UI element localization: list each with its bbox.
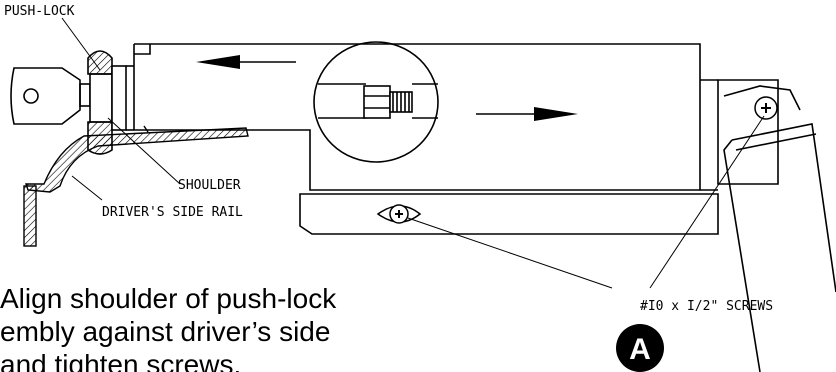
strap — [723, 123, 836, 372]
direction-arrow-right — [476, 107, 578, 121]
screw-icon — [754, 96, 778, 120]
caption-line-1: Align shoulder of push-lock — [0, 283, 337, 314]
mounting-plate — [299, 193, 719, 235]
step-badge: A — [616, 324, 664, 372]
push-lock-label: PUSH-LOCK — [4, 4, 75, 19]
detail-magnifier — [313, 41, 439, 163]
push-lock-assembly — [87, 50, 134, 155]
drivers-side-rail — [23, 125, 249, 247]
screw-icon — [376, 204, 422, 224]
screws-label: #I0 x I/2" SCREWS — [640, 299, 773, 314]
key-icon — [10, 67, 91, 125]
caption-line-3: and tighten screws. — [0, 349, 242, 372]
leader-lines — [61, 17, 765, 289]
shoulder-label: SHOULDER — [178, 178, 241, 193]
side-bracket — [717, 79, 801, 185]
caption-line-2: embly against driver’s side — [0, 316, 331, 347]
badge-letter: A — [629, 333, 651, 366]
instruction-text: Align shoulder of push-lock embly agains… — [0, 282, 430, 372]
direction-arrow-left — [196, 55, 296, 69]
drivers-side-rail-label: DRIVER'S SIDE RAIL — [102, 205, 243, 220]
